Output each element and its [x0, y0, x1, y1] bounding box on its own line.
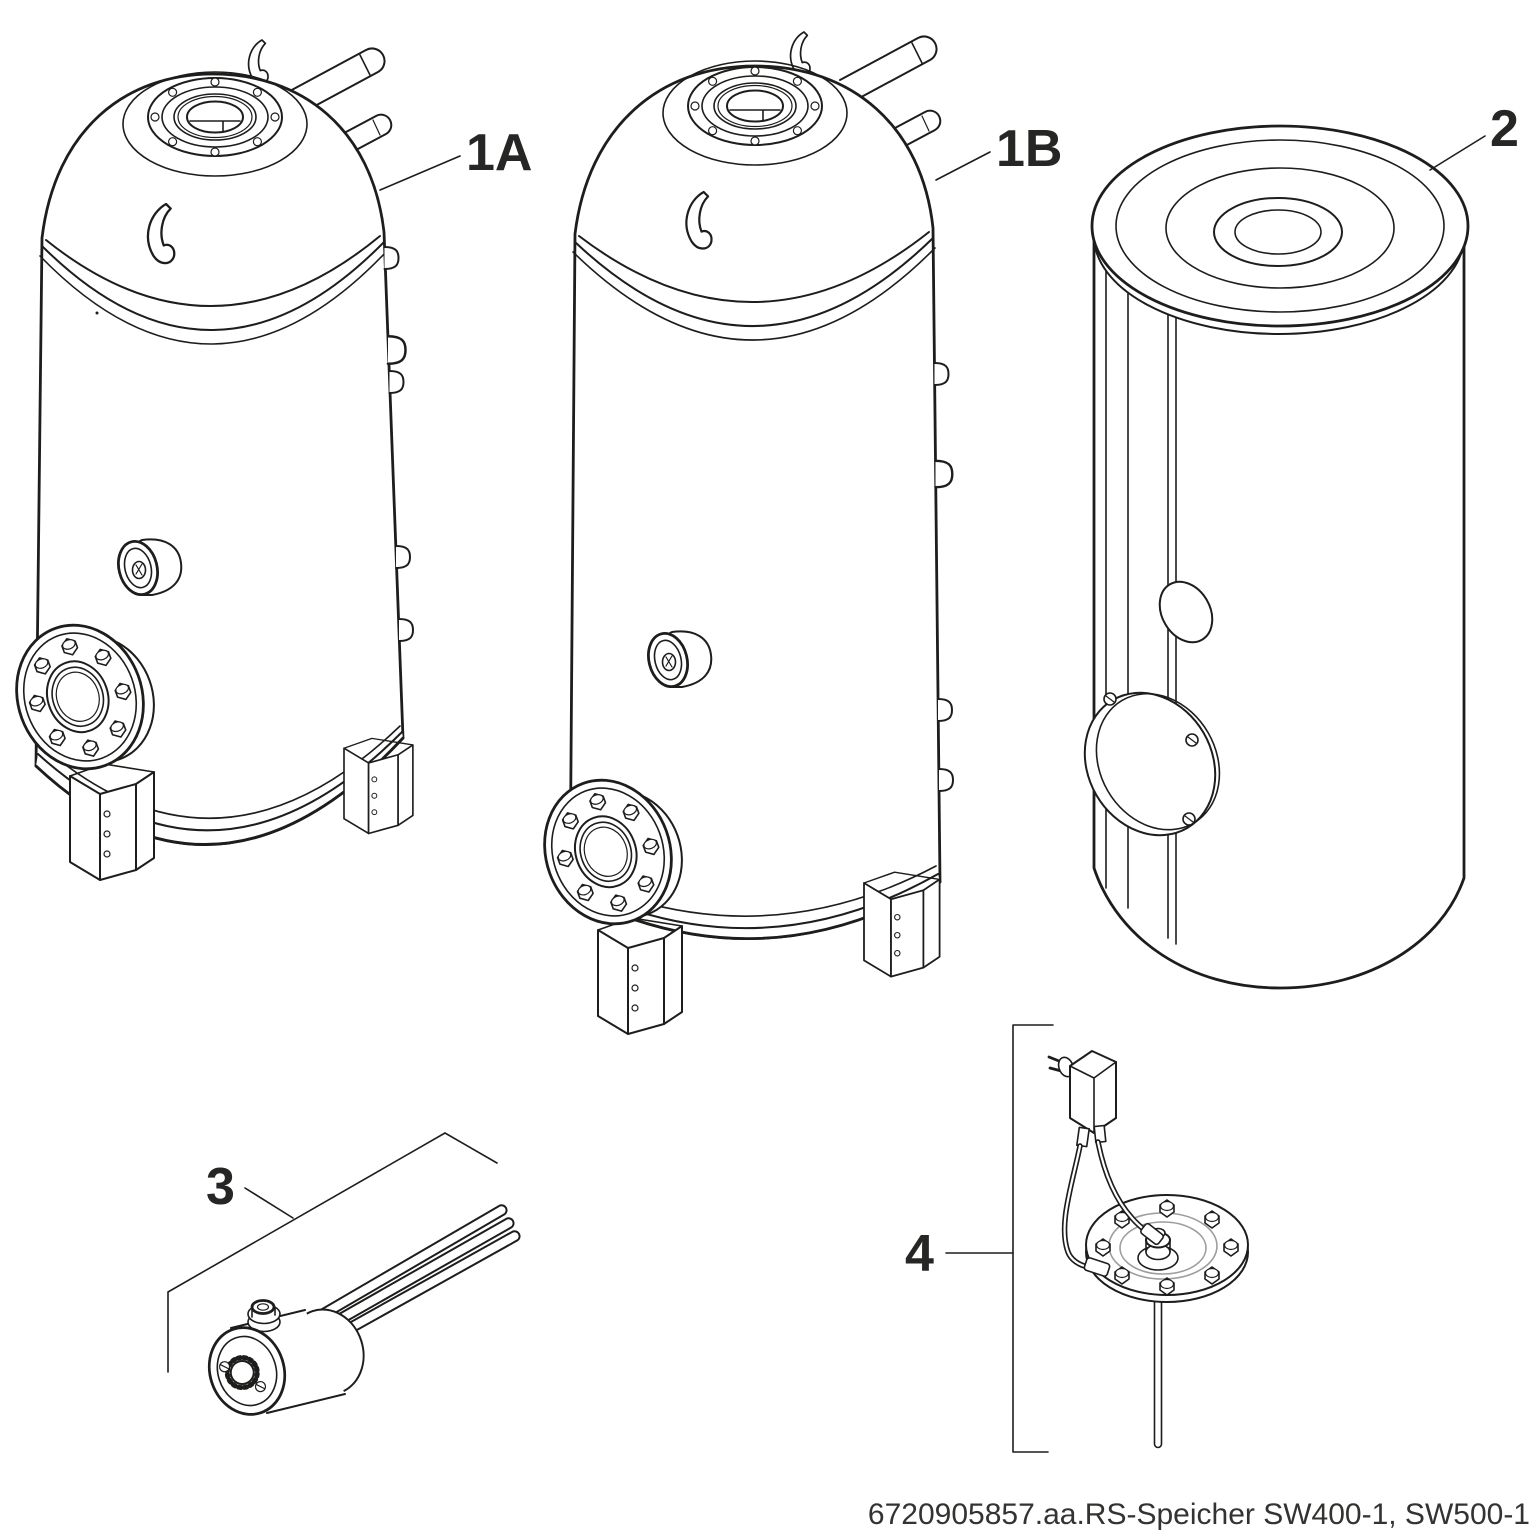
callouts: 1A 1B 2 3 4 6720905857.aa.RS-Speicher SW… [206, 100, 1530, 1531]
tank-1a-crown-arc [45, 235, 381, 307]
heating-element [167, 1132, 521, 1416]
wire-terminal-center [1140, 1222, 1164, 1246]
callout-label-1b: 1B [996, 120, 1062, 178]
tank-1b [525, 31, 954, 1035]
leader-line-1a [379, 155, 461, 191]
part3-frame-bracket [167, 1132, 498, 1373]
speck [95, 311, 99, 315]
tank-1a-shoulder-arc [41, 241, 385, 331]
anode-power-supply [1047, 1050, 1117, 1148]
anode-wires [1061, 1139, 1164, 1277]
callout-label-4: 4 [905, 1225, 934, 1283]
tank-1b-shoulder-arc-2 [572, 247, 936, 341]
callout-label-1a: 1A [466, 124, 532, 182]
diagram-lines: 1A 1B 2 3 4 6720905857.aa.RS-Speicher SW… [0, 31, 1530, 1531]
heater-rod-2 [324, 1217, 515, 1332]
part4-frame-bracket [1012, 1024, 1054, 1453]
jacket-body-outline [1092, 238, 1466, 990]
drawing-number-caption: 6720905857.aa.RS-Speicher SW400-1, SW500… [868, 1498, 1530, 1531]
heater-rod-3 [332, 1230, 521, 1342]
jacket-cable-grommet [1158, 580, 1214, 644]
tank-1b-shoulder-arc [574, 237, 934, 327]
wire-terminal-left [1083, 1257, 1111, 1277]
tank-1b-foot-left [597, 917, 683, 1035]
jacket-lid-edge [1093, 235, 1465, 335]
jacket-lid [1090, 124, 1470, 328]
jacket-access-cover [1083, 691, 1221, 837]
jacket-seam-strip [1105, 270, 1177, 945]
heater-face [207, 1326, 287, 1416]
tank-1a [0, 39, 414, 881]
adapter-box [1069, 1050, 1117, 1134]
callout-label-3: 3 [206, 1158, 235, 1216]
anode-rod [1153, 1269, 1163, 1449]
anode-assembly [1012, 1024, 1249, 1453]
heater-rod-1 [316, 1204, 508, 1322]
insulation-jacket [1083, 124, 1470, 990]
leader-line-1b [935, 151, 991, 181]
tank-1a-shoulder-arc-2 [39, 251, 387, 345]
jacket-cover-screws [1103, 692, 1199, 826]
heater-gland [247, 1299, 281, 1333]
leader-line-3 [244, 1187, 294, 1219]
callout-label-2: 2 [1490, 100, 1519, 158]
tank-1b-crown-arc [578, 231, 930, 303]
heater-gear-teeth [224, 1355, 260, 1391]
leader-line-2 [1429, 135, 1486, 171]
